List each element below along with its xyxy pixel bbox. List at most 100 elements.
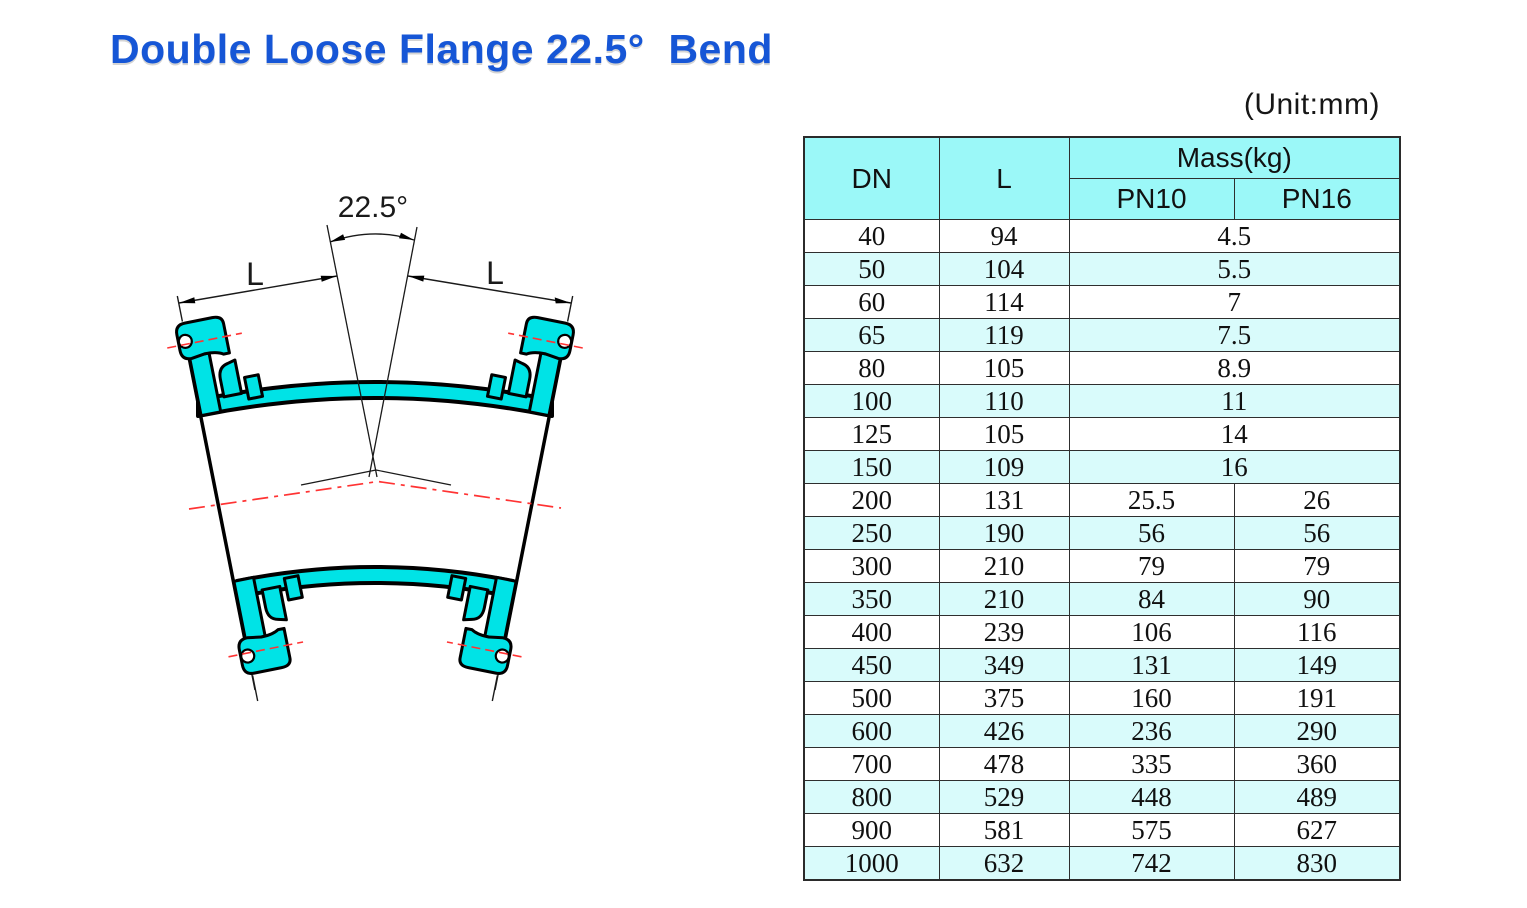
cell-pn16: 290: [1233, 714, 1401, 748]
pipe-top-wall: [196, 380, 554, 418]
cell-dn: 40: [803, 219, 940, 253]
cell-dn: 100: [803, 384, 940, 418]
cell-dn: 700: [803, 747, 940, 781]
cell-mass-merged: 16: [1068, 450, 1401, 484]
cell-pn16: 627: [1233, 813, 1401, 847]
column-header-mass: Mass(kg): [1068, 136, 1401, 179]
angle-dimension-label: 22.5°: [338, 191, 408, 224]
cell-l: 131: [938, 483, 1070, 517]
cell-dn: 65: [803, 318, 940, 352]
cell-pn10: 106: [1068, 615, 1235, 649]
cell-pn16: 116: [1233, 615, 1401, 649]
cell-l: 632: [938, 846, 1070, 881]
cell-dn: 150: [803, 450, 940, 484]
flange-assembly-bottom-right: [428, 567, 538, 707]
cell-pn10: 160: [1068, 681, 1235, 715]
cell-dn: 300: [803, 549, 940, 583]
cell-l: 239: [938, 615, 1070, 649]
cell-l: 529: [938, 780, 1070, 814]
cell-dn: 50: [803, 252, 940, 286]
pipe-centerline: [188, 480, 562, 510]
angle-extension-lines: [326, 224, 418, 478]
cell-dn: 125: [803, 417, 940, 451]
dimension-line-left: [178, 275, 338, 304]
cell-dn: 60: [803, 285, 940, 319]
cell-l: 119: [938, 318, 1070, 352]
cell-dn: 600: [803, 714, 940, 748]
cell-mass-merged: 8.9: [1068, 351, 1401, 385]
cell-l: 581: [938, 813, 1070, 847]
column-header-pn16: PN16: [1233, 178, 1401, 220]
cell-dn: 800: [803, 780, 940, 814]
cell-pn16: 830: [1233, 846, 1401, 881]
cell-pn10: 84: [1068, 582, 1235, 616]
cell-l: 478: [938, 747, 1070, 781]
cell-pn16: 90: [1233, 582, 1401, 616]
cell-mass-merged: 5.5: [1068, 252, 1401, 286]
cell-pn10: 25.5: [1068, 483, 1235, 517]
flange-assembly-top-left: [156, 282, 266, 422]
cell-dn: 900: [803, 813, 940, 847]
unit-label: (Unit:mm): [1243, 88, 1380, 121]
cell-pn10: 79: [1068, 549, 1235, 583]
cell-pn10: 742: [1068, 846, 1235, 881]
cell-pn16: 360: [1233, 747, 1401, 781]
cell-mass-merged: 7: [1068, 285, 1401, 319]
cell-l: 105: [938, 351, 1070, 385]
cell-l: 105: [938, 417, 1070, 451]
cell-pn16: 149: [1233, 648, 1401, 682]
cell-l: 104: [938, 252, 1070, 286]
cell-l: 349: [938, 648, 1070, 682]
cell-mass-merged: 14: [1068, 417, 1401, 451]
cell-pn10: 56: [1068, 516, 1235, 550]
cell-dn: 200: [803, 483, 940, 517]
cell-dn: 500: [803, 681, 940, 715]
cell-dn: 350: [803, 582, 940, 616]
column-header-l: L: [938, 136, 1070, 220]
flange-assembly-top-right: [484, 282, 594, 422]
cell-mass-merged: 7.5: [1068, 318, 1401, 352]
cell-pn16: 489: [1233, 780, 1401, 814]
cell-l: 114: [938, 285, 1070, 319]
cell-l: 110: [938, 384, 1070, 418]
cell-pn16: 191: [1233, 681, 1401, 715]
cell-dn: 250: [803, 516, 940, 550]
angle-arc: [329, 232, 415, 243]
cell-dn: 1000: [803, 846, 940, 881]
cell-pn16: 26: [1233, 483, 1401, 517]
cell-dn: 400: [803, 615, 940, 649]
cell-mass-merged: 4.5: [1068, 219, 1401, 253]
cell-l: 426: [938, 714, 1070, 748]
cell-l: 210: [938, 582, 1070, 616]
spec-table-header: DN L Mass(kg) PN10 PN16: [803, 136, 1401, 220]
cell-l: 375: [938, 681, 1070, 715]
dimension-label-right: L: [486, 255, 504, 291]
cell-dn: 450: [803, 648, 940, 682]
cell-pn16: 56: [1233, 516, 1401, 550]
dimension-line-right: [407, 275, 572, 304]
cell-l: 190: [938, 516, 1070, 550]
bend-diagram: 22.5° L L: [156, 191, 594, 707]
cell-pn10: 575: [1068, 813, 1235, 847]
pipe-axis-kink-lines: [300, 469, 452, 486]
cell-pn16: 79: [1233, 549, 1401, 583]
cell-pn10: 131: [1068, 648, 1235, 682]
cell-l: 109: [938, 450, 1070, 484]
